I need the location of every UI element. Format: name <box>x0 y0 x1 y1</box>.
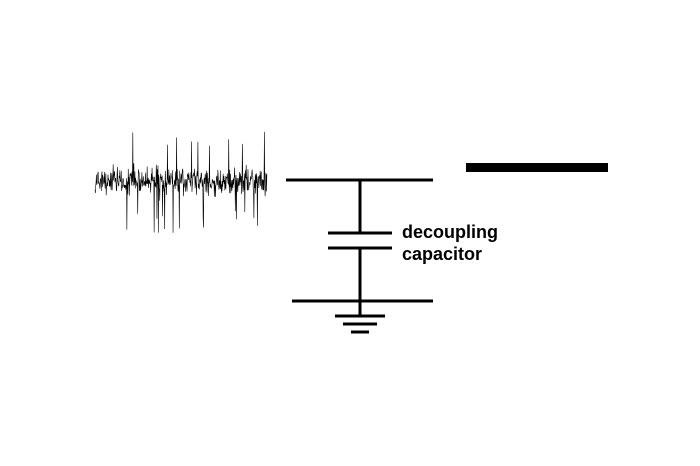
noise-trace <box>94 131 268 233</box>
capacitor-label-line-2: capacitor <box>402 244 482 264</box>
capacitor-label-line-1: decoupling <box>402 222 498 242</box>
capacitor-symbol <box>328 231 392 250</box>
noise-waveform <box>94 131 268 233</box>
clean-dc-bar <box>466 163 608 172</box>
ground-symbol <box>335 314 385 334</box>
